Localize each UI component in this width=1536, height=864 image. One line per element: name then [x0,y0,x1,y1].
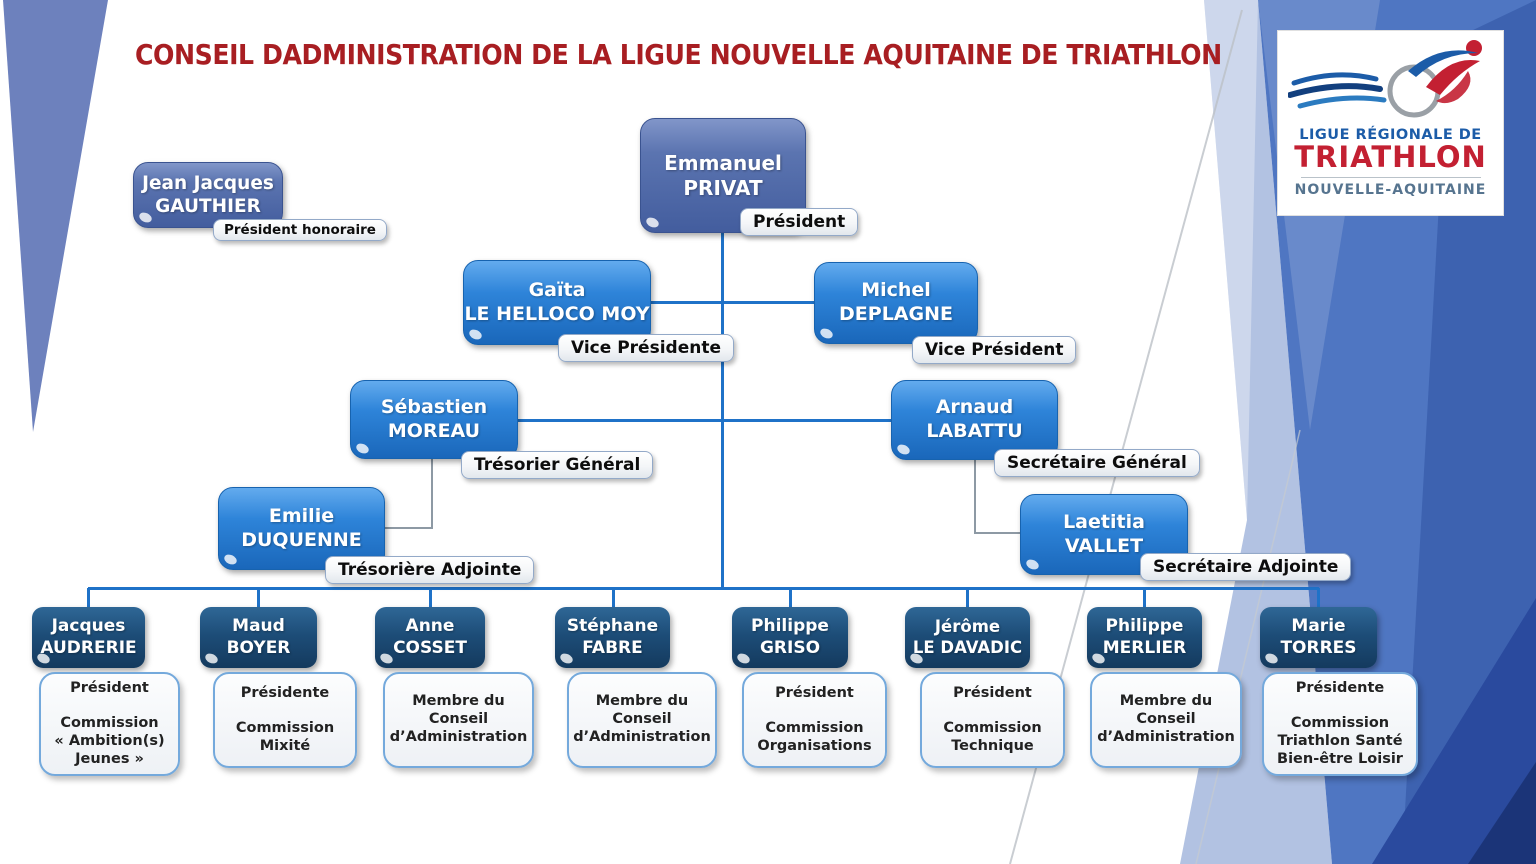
card-member-audrerie: Président Commission « Ambition(s) Jeune… [39,672,180,777]
node-member-torres: Marie TORRES [1260,607,1377,668]
connector-members-horizontal [88,587,1319,590]
wave-icon [1291,72,1379,86]
bottom-right-dark-triangle [1372,598,1536,864]
bottom-right-darkest-triangle [1468,762,1536,864]
diagonal-line-2 [1195,429,1301,864]
wave-icon [1297,95,1387,109]
role-deputy-treasurer: Trésorière Adjointe [325,556,535,584]
connector-member-stub-8 [1317,588,1320,608]
node-member-audrerie: Jacques AUDRERIE [32,607,145,668]
league-logo: LIGUE RÉGIONALE DE TRIATHLON NOUVELLE-AQ… [1277,30,1504,216]
connector-deputy-secretary-horizontal [975,532,1020,534]
card-member-cosset: Membre du Conseil d’Administration [383,672,534,768]
role-vice-president-1: Vice Présidente [558,334,734,362]
connector-member-stub-7 [1143,588,1146,608]
connector-member-stub-3 [429,588,432,608]
connector-treasurer-secretary [518,419,891,422]
slide-title: CONSEIL DADMINISTRATION DE LA LIGUE NOUV… [135,38,1222,71]
logo-divider [1300,177,1481,178]
node-member-cosset: Anne COSSET [375,607,485,668]
connector-deputy-treasurer-horizontal [385,527,433,529]
connector-member-stub-6 [966,588,969,608]
left-wedge-shape [3,0,108,432]
cyclist-arm-icon [1408,50,1478,77]
connector-member-stub-5 [789,588,792,608]
cyclist-body-icon [1426,60,1480,95]
card-member-torres: Présidente Commission Triathlon Santé Bi… [1262,672,1418,777]
node-member-merlier: Philippe MERLIER [1087,607,1202,668]
node-member-fabre: Stéphane FABRE [555,607,670,668]
card-member-boyer: Présidente Commission Mixité [213,672,357,768]
node-vice-president-1: Gaïta LE HELLOCO MOY [463,260,651,345]
logo-line1: LIGUE RÉGIONALE DE [1299,127,1482,143]
wave-icon [1288,83,1383,98]
card-member-le-davadic: Président Commission Technique [920,672,1065,768]
role-treasurer: Trésorier Général [461,451,654,479]
node-vice-president-2: Michel DEPLAGNE [814,262,978,344]
connector-member-stub-4 [612,588,615,608]
node-secretary: Arnaud LABATTU [891,380,1058,460]
role-vice-president-2: Vice Président [912,336,1077,364]
node-member-le-davadic: Jérôme LE DAVADIC [905,607,1030,668]
role-president: Président [740,208,859,236]
node-member-griso: Philippe GRISO [732,607,848,668]
connector-deputy-treasurer-vertical [431,459,433,529]
role-secretary: Secrétaire Général [994,449,1200,477]
right-dark-band [1402,0,1536,864]
logo-line3: NOUVELLE-AQUITAINE [1294,182,1487,198]
cyclist-leg-icon [1436,71,1471,104]
role-honorary-president: Président honoraire [213,219,387,241]
connector-vice-presidents [651,301,814,304]
connector-president-vertical [721,233,724,590]
node-treasurer: Sébastien MOREAU [350,380,518,459]
cyclist-head-icon [1466,40,1482,56]
logo-line2: TRIATHLON [1294,140,1487,174]
role-deputy-secretary: Secrétaire Adjointe [1140,553,1352,581]
card-member-fabre: Membre du Conseil d’Administration [567,672,717,768]
right-pale-highlight [1204,0,1258,520]
node-member-boyer: Maud BOYER [200,607,317,668]
card-member-griso: Président Commission Organisations [742,672,887,768]
triathlon-logo-graphic [1288,40,1482,118]
node-president: Emmanuel PRIVAT [640,118,806,233]
card-member-merlier: Membre du Conseil d’Administration [1090,672,1242,768]
node-honorary-president: Jean Jacques GAUTHIER [133,162,283,228]
connector-member-stub-1 [87,588,90,608]
connector-member-stub-2 [257,588,260,608]
connector-deputy-secretary-vertical [974,460,976,534]
